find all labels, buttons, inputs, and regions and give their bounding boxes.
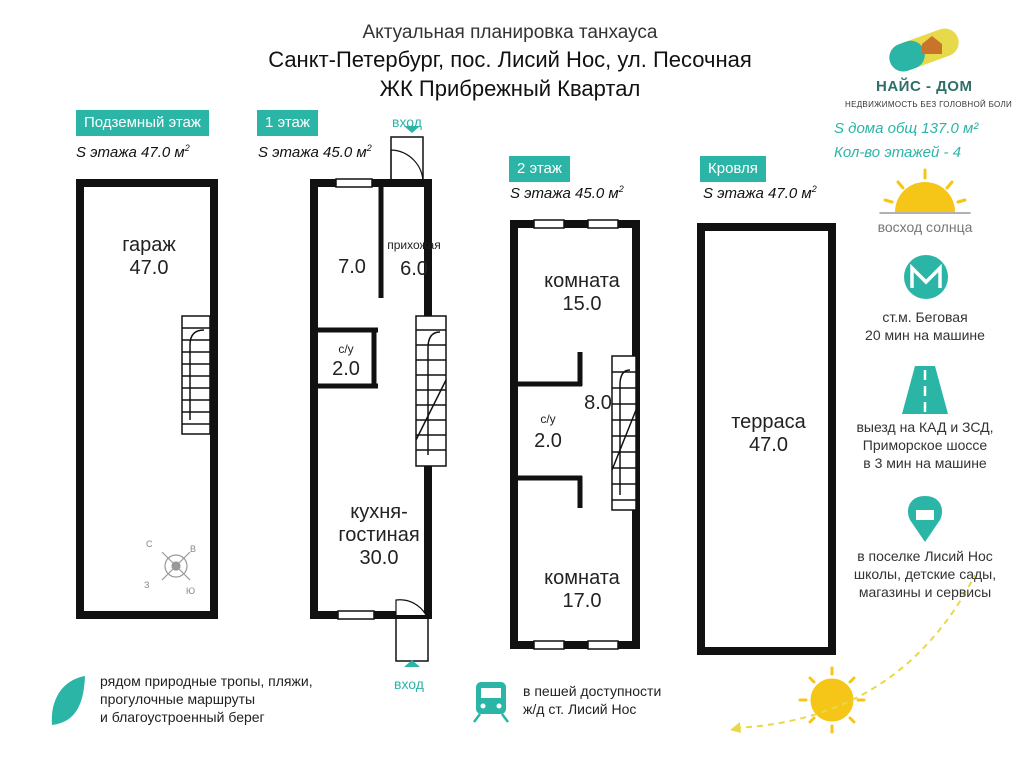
first-floor-stairs — [415, 315, 447, 467]
train-line-2: ж/д ст. Лисий Нос — [523, 701, 637, 717]
road-line-3: в 3 мин на машине — [863, 455, 987, 471]
roof-area: S этажа 47.0 м2 — [703, 184, 817, 202]
terrace-area: 47.0 — [749, 434, 788, 456]
terrace-label: терраса 47.0 — [705, 411, 832, 457]
second-floor-tag: 2 этаж — [509, 156, 570, 182]
location-basket-icon — [907, 496, 943, 542]
compass-w: З — [144, 580, 150, 590]
compass-n: С — [146, 539, 153, 549]
garage-name: гараж — [122, 234, 176, 256]
roof-plan — [697, 223, 836, 655]
compass-icon — [161, 551, 191, 581]
entrance-bottom-label: вход — [394, 676, 424, 692]
second-wc-area: 2.0 — [534, 430, 562, 452]
basement-tag: Подземный этаж — [76, 110, 209, 136]
basement-stairs — [181, 315, 211, 435]
kitchen-area: 30.0 — [359, 547, 399, 569]
compass-e: В — [190, 544, 197, 554]
garage-area: 47.0 — [129, 257, 169, 279]
room2-area: 17.0 — [562, 590, 602, 612]
nature-note: рядом природные тропы, пляжи, прогулочны… — [100, 672, 313, 726]
room2-label: комната 17.0 — [518, 567, 646, 613]
train-note: в пешей доступности ж/д ст. Лисий Нос — [523, 682, 661, 718]
road-icon — [902, 366, 948, 414]
complex-name: ЖК Прибрежный Квартал — [379, 76, 641, 101]
entrance-top-label: вход — [392, 114, 422, 130]
village-line-1: в поселке Лисий Нос — [857, 548, 993, 564]
brand-name: НАЙС - ДОМ — [876, 78, 973, 95]
nature-line-1: рядом природные тропы, пляжи, — [100, 673, 313, 689]
kitchen-label: кухня- гостиная 30.0 — [318, 501, 440, 570]
basement-plan — [76, 179, 218, 619]
road-line-1: выезд на КАД и ЗСД, — [856, 419, 994, 435]
train-line-1: в пешей доступности — [523, 683, 662, 699]
first-floor-area: S этажа 45.0 м2 — [258, 143, 372, 161]
village-line-2: школы, детские сады, — [853, 566, 997, 582]
subtitle-line: Актуальная планировка танхауса — [362, 22, 658, 43]
basement-area: S этажа 47.0 м2 — [76, 143, 190, 161]
metro-time: 20 мин на машине — [865, 327, 985, 343]
sunrise-label: восход солнца — [877, 219, 973, 235]
second-floor-area: S этажа 45.0 м2 — [510, 184, 624, 202]
sun-icon — [798, 666, 866, 734]
kitchen-name-1: кухня- — [350, 501, 408, 523]
second-hall-area: 8.0 — [584, 392, 612, 414]
second-floor-stairs — [611, 355, 637, 511]
metro-station: ст.м. Беговая — [882, 309, 968, 325]
metro-icon — [904, 255, 948, 299]
room2-name: комната — [544, 567, 620, 589]
hall-area: 6.0 — [400, 258, 428, 280]
brand-logo-icon — [889, 28, 959, 72]
room1-area: 15.0 — [562, 293, 602, 315]
second-floor-plan — [510, 219, 640, 650]
brand-tagline: НЕДВИЖИМОСТЬ БЕЗ ГОЛОВНОЙ БОЛИ — [845, 100, 1013, 109]
train-icon — [473, 682, 509, 723]
village-label: в поселке Лисий Нос школы, детские сады,… — [840, 547, 1010, 601]
room1-label: комната 15.0 — [518, 270, 646, 316]
roof-tag: Кровля — [700, 156, 766, 182]
road-label: выезд на КАД и ЗСД, Приморское шоссе в 3… — [840, 418, 1010, 472]
first-wc-area: 2.0 — [332, 358, 360, 380]
first-floor-plan — [310, 126, 447, 667]
sun-path-arrow — [734, 574, 976, 729]
hall-name: прихожая — [387, 238, 441, 252]
floors-count: Кол-во этажей - 4 — [834, 144, 962, 161]
kitchen-name-2: гостиная — [338, 524, 420, 546]
room-7-area: 7.0 — [338, 256, 366, 278]
first-wc-name: с/у — [338, 342, 354, 356]
road-line-2: Приморское шоссе — [862, 437, 988, 453]
total-area: S дома общ 137.0 м² — [834, 120, 979, 137]
sunrise-icon — [879, 168, 971, 214]
metro-label: ст.м. Беговая 20 мин на машине — [850, 308, 1000, 344]
leaf-icon — [51, 676, 85, 725]
village-line-3: магазины и сервисы — [858, 584, 992, 600]
first-floor-tag: 1 этаж — [257, 110, 318, 136]
room1-name: комната — [544, 270, 620, 292]
terrace-name: терраса — [731, 411, 806, 433]
nature-line-3: и благоустроенный берег — [100, 709, 265, 725]
address-line: Санкт-Петербург, пос. Лисий Нос, ул. Пес… — [268, 47, 752, 72]
garage-label: гараж 47.0 — [84, 234, 214, 280]
nature-line-2: прогулочные маршруты — [100, 691, 256, 707]
second-wc-name: с/у — [540, 412, 556, 426]
compass-s: Ю — [186, 586, 196, 596]
